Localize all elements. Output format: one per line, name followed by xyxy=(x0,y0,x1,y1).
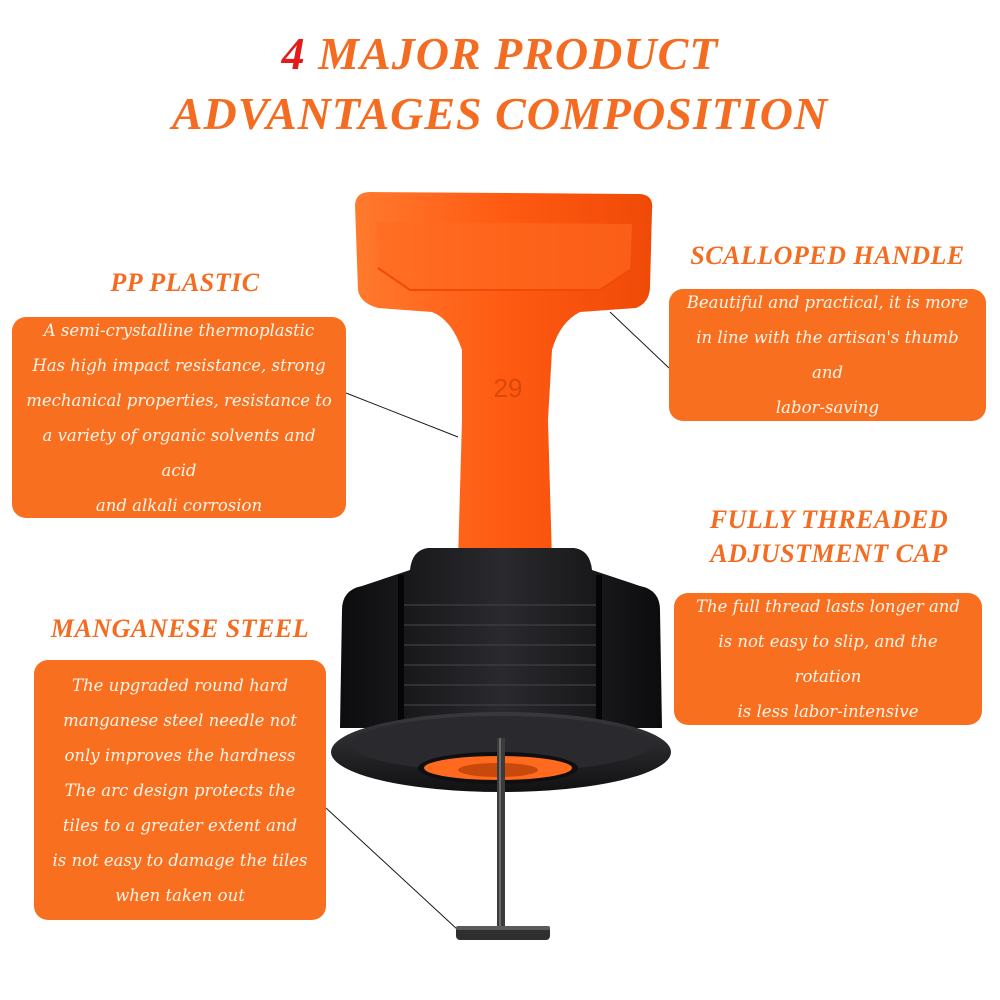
manganese-steel-description: The upgraded round hard manganese steel … xyxy=(52,675,308,905)
handle-number-mark: 29 xyxy=(494,373,523,403)
threaded-cap-heading-line-1: FULLY THREADED xyxy=(709,505,949,534)
title-number: 4 xyxy=(281,28,306,79)
title-line-1-text: MAJOR PRODUCT xyxy=(305,28,719,79)
title-line-1: 4 MAJOR PRODUCT xyxy=(0,26,1000,82)
handle-shape: 29 xyxy=(355,192,653,560)
manganese-steel-description-box: The upgraded round hard manganese steel … xyxy=(34,660,326,920)
title-line-2: ADVANTAGES COMPOSITION xyxy=(171,88,829,139)
threaded-cap-heading-line-2: ADJUSTMENT CAP xyxy=(710,539,948,568)
steel-needle-shape xyxy=(456,738,550,940)
threaded-cap-description: The full thread lasts longer and is not … xyxy=(696,597,960,721)
manganese-steel-heading: MANGANESE STEEL xyxy=(50,614,310,643)
scalloped-handle-heading: SCALLOPED HANDLE xyxy=(690,241,965,270)
pp-plastic-heading: PP PLASTIC xyxy=(110,268,260,297)
leader-line-scalloped-handle xyxy=(609,311,670,369)
pp-plastic-description: A semi-crystalline thermoplastic Has hig… xyxy=(26,320,332,515)
scalloped-handle-description: Beautiful and practical, it is more in l… xyxy=(686,293,969,417)
scalloped-handle-description-box: Beautiful and practical, it is more in l… xyxy=(669,289,986,421)
threaded-cap-description-box: The full thread lasts longer and is not … xyxy=(674,593,982,725)
leader-line-pp-plastic xyxy=(345,392,459,438)
leader-lines xyxy=(325,311,670,931)
leader-line-manganese-steel xyxy=(325,807,459,931)
threaded-cap-shape xyxy=(340,548,662,728)
pp-plastic-description-box: A semi-crystalline thermoplastic Has hig… xyxy=(12,317,346,518)
